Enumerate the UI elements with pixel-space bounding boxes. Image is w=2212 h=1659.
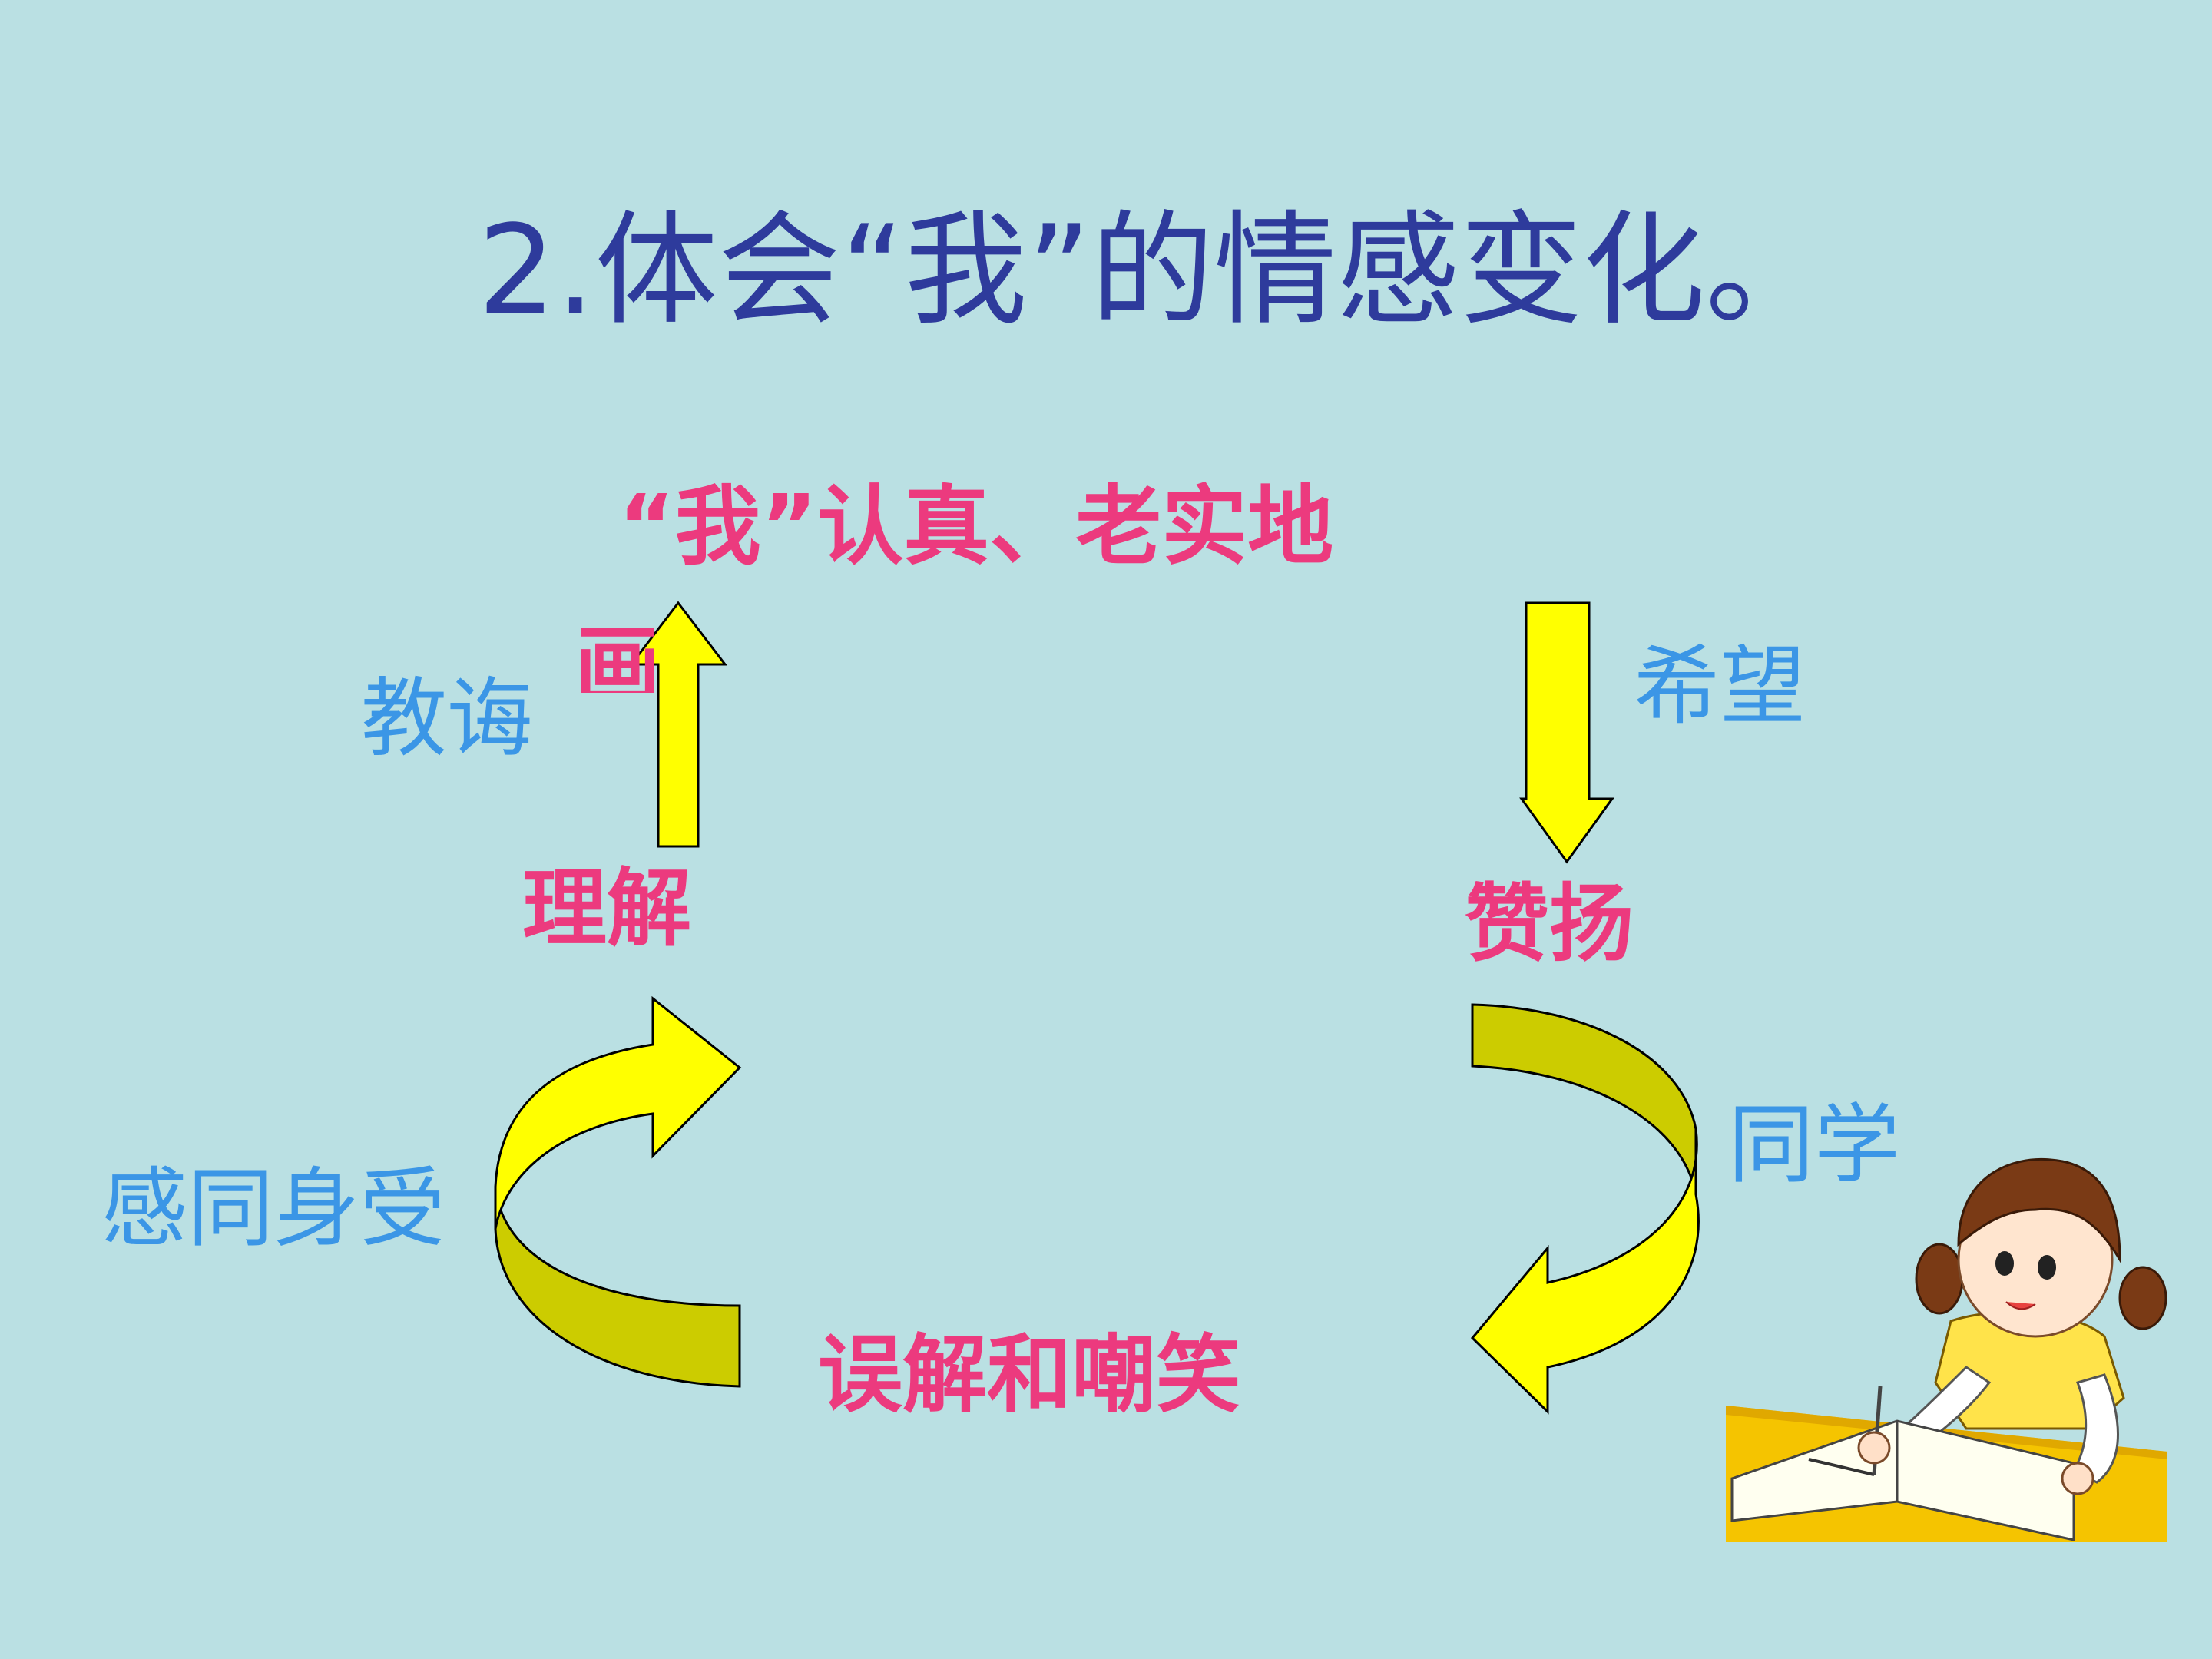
- curved-arrow-up-right-icon: [494, 995, 742, 1388]
- curved-arrow-down-left-icon: [1470, 1003, 1700, 1415]
- girl-writing-icon: [1726, 1157, 2167, 1542]
- node-top-line2: 画: [575, 624, 661, 693]
- node-top: “我”认真、老实地: [618, 477, 1334, 577]
- arrow-up-icon: [628, 601, 728, 848]
- slide-title: 2.体会“我”的情感变化。: [478, 198, 1829, 342]
- arrow-down-icon: [1519, 601, 1614, 864]
- node-left: 理解: [522, 859, 691, 958]
- node-right: 赞扬: [1465, 875, 1634, 973]
- edge-label-left-lower: 感同身受: [101, 1159, 445, 1259]
- edge-label-left-upper: 教诲: [361, 669, 533, 769]
- edge-label-right-lower: 同学: [1728, 1095, 1900, 1195]
- node-bottom: 误解和嘲笑: [818, 1326, 1240, 1424]
- edge-label-right-upper: 希望: [1634, 637, 1806, 737]
